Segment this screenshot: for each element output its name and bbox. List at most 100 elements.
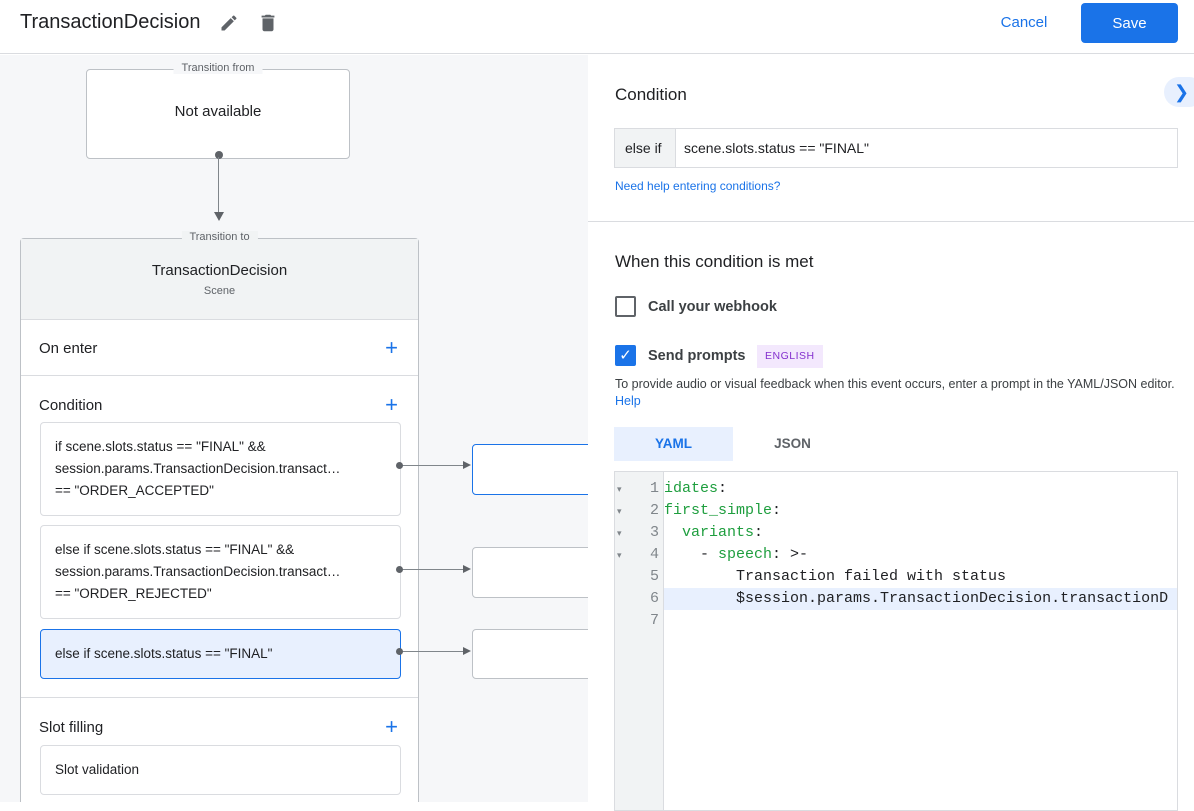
condition-card-1[interactable]: if scene.slots.status == "FINAL" &&sessi… (40, 422, 401, 516)
connector-line (218, 157, 219, 212)
save-button[interactable]: Save (1081, 3, 1178, 43)
add-condition-icon[interactable]: + (385, 392, 398, 417)
code-line: 5 Transaction failed with status (615, 566, 1177, 588)
transition-to-legend: Transition to (181, 231, 258, 243)
on-enter-label: On enter (39, 340, 98, 357)
code-line: 7 (615, 610, 1177, 632)
scene-type: Scene (203, 285, 236, 297)
scene-header: Transition to TransactionDecision Scene (21, 231, 418, 320)
transition-from-value: Not available (174, 103, 262, 120)
helper-text-body: To provide audio or visual feedback when… (615, 377, 1175, 391)
line-number: 1 (649, 480, 659, 497)
webhook-label: Call your webhook (648, 299, 777, 315)
code-text: first_simple: (664, 500, 1177, 522)
editor-gutter (615, 472, 664, 810)
code-text: variants: (664, 522, 1177, 544)
line-number: 3 (649, 524, 659, 541)
add-on-enter-icon[interactable]: + (385, 335, 398, 360)
condition-text: == "ORDER_REJECTED" (55, 586, 212, 601)
slot-validation-card[interactable]: Slot validation (40, 745, 401, 795)
transition-connector (396, 647, 471, 655)
line-number: 2 (649, 502, 659, 519)
condition-title: Condition (615, 85, 687, 104)
condition-section: Condition + if scene.slots.status == "FI… (21, 376, 418, 698)
condition-card-3[interactable]: else if scene.slots.status == "FINAL" (40, 629, 401, 679)
fold-arrow-icon[interactable]: ▾ (617, 528, 622, 538)
language-chip: ENGLISH (757, 345, 823, 368)
fold-arrow-icon[interactable]: ▾ (617, 550, 622, 560)
code-text: - speech: >- (664, 544, 1177, 566)
tab-json[interactable]: JSON (774, 436, 811, 451)
yaml-value: : >- (772, 546, 809, 563)
line-number: 7 (649, 612, 659, 629)
code-text: idates: (664, 478, 1177, 500)
code-line: ▾ 1 idates: (615, 478, 1177, 500)
condition-text: else if scene.slots.status == "FINAL" && (55, 542, 295, 557)
condition-prefix: else if (615, 129, 676, 167)
transition-connector (396, 461, 471, 469)
code-line: ▾ 3 variants: (615, 522, 1177, 544)
code-indent: - (664, 546, 719, 563)
condition-label: Condition (39, 397, 103, 414)
helper-text: To provide audio or visual feedback when… (615, 376, 1175, 410)
condition-text: == "ORDER_ACCEPTED" (55, 483, 214, 498)
cancel-button[interactable]: Cancel (990, 8, 1058, 36)
add-slot-icon[interactable]: + (385, 714, 398, 739)
pencil-icon[interactable] (219, 13, 239, 33)
transition-connector (396, 565, 471, 573)
yaml-value: : (718, 480, 728, 497)
tab-yaml[interactable]: YAML (614, 427, 733, 461)
prompts-label: Send prompts (648, 348, 746, 364)
fold-arrow-icon[interactable]: ▾ (617, 506, 622, 516)
code-line: ▾ 2 first_simple: (615, 500, 1177, 522)
transition-target-box[interactable] (472, 629, 588, 679)
condition-text: else if scene.slots.status == "FINAL" (55, 646, 273, 661)
condition-input[interactable]: else if scene.slots.status == "FINAL" (614, 128, 1178, 168)
transition-target-box[interactable] (472, 547, 588, 598)
code-text: Transaction failed with status (664, 566, 1177, 588)
condition-value[interactable]: scene.slots.status == "FINAL" (684, 140, 870, 156)
line-number: 6 (649, 590, 659, 607)
yaml-value: : (772, 502, 782, 519)
condition-card-2[interactable]: else if scene.slots.status == "FINAL" &&… (40, 525, 401, 619)
slot-filling-label: Slot filling (39, 719, 104, 736)
divider (588, 221, 1194, 222)
scene-card: Transition to TransactionDecision Scene … (20, 231, 419, 802)
scene-name: TransactionDecision (151, 262, 288, 279)
slot-filling-section: Slot filling + Slot validation (21, 698, 418, 802)
fold-arrow-icon[interactable]: ▾ (617, 484, 622, 494)
webhook-checkbox[interactable] (615, 296, 636, 317)
page-title: TransactionDecision (20, 11, 201, 33)
code-editor[interactable]: ▾ 1 idates: ▾ 2 first_simple: ▾ 3 variants: ▾ 4 -… (614, 471, 1178, 811)
yaml-value: : (754, 524, 764, 541)
transition-from-box: Transition from Not available (86, 62, 350, 159)
on-enter-section[interactable]: On enter + (21, 320, 418, 376)
connector-dot (215, 151, 223, 159)
yaml-key: idates (664, 480, 719, 497)
help-link[interactable]: Need help entering conditions? (615, 179, 781, 193)
trash-icon[interactable] (257, 11, 279, 35)
yaml-value: Transaction failed with status (736, 568, 1007, 585)
slot-validation-label: Slot validation (55, 762, 140, 777)
chevron-right-icon[interactable]: ❯ (1164, 77, 1194, 107)
met-title: When this condition is met (615, 252, 814, 271)
code-indent (664, 568, 736, 585)
header: TransactionDecision Cancel Save (0, 0, 1194, 54)
prompts-checkbox[interactable]: ✓ (615, 345, 636, 366)
transition-from-legend: Transition from (173, 62, 263, 74)
code-text: $session.params.TransactionDecision.tran… (664, 588, 1177, 610)
arrow-down-icon (214, 212, 224, 221)
code-indent (664, 524, 682, 541)
condition-panel: ❯ Condition else if scene.slots.status =… (588, 55, 1194, 811)
line-number: 5 (649, 568, 659, 585)
transition-target-box[interactable] (472, 444, 588, 495)
flow-canvas[interactable]: Transition from Not available Transition… (0, 55, 588, 802)
code-line: ▾ 4 - speech: >- (615, 544, 1177, 566)
help-link-inline[interactable]: Help (615, 394, 641, 408)
condition-text: if scene.slots.status == "FINAL" && (55, 439, 266, 454)
line-number: 4 (649, 546, 659, 563)
code-indent (664, 590, 736, 607)
yaml-key: speech (718, 546, 773, 563)
code-line: 6 $session.params.TransactionDecision.tr… (615, 588, 1177, 610)
condition-text: session.params.TransactionDecision.trans… (55, 564, 341, 579)
